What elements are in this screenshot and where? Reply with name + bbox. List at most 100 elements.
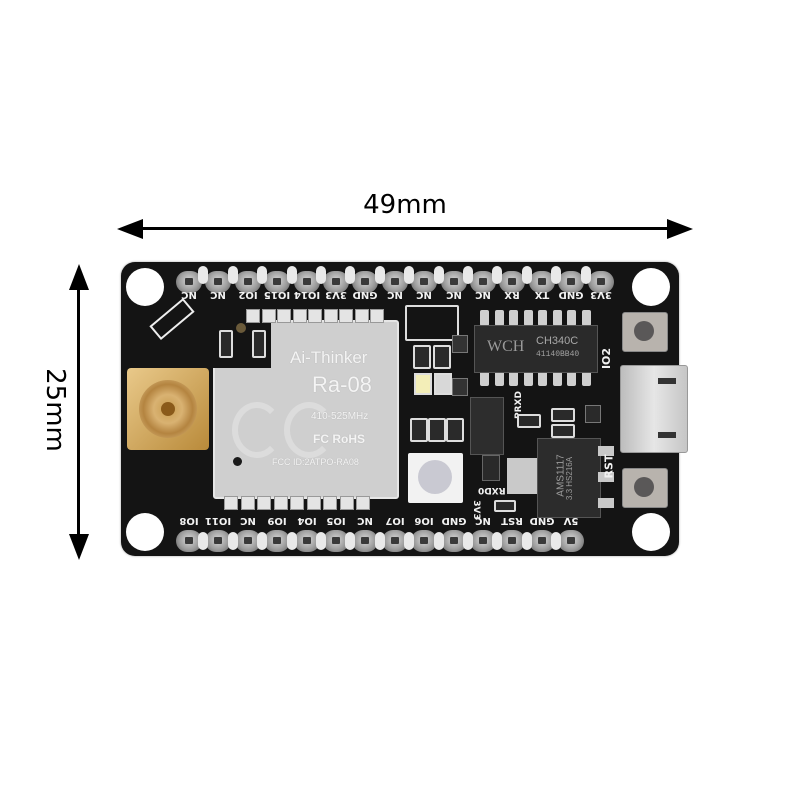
pin-label-top: NC (445, 289, 462, 300)
height-arrow-down (69, 534, 89, 560)
resistor (410, 418, 428, 442)
pin-label-top: NC (181, 289, 197, 300)
capacitor (517, 414, 541, 428)
header-pad-bottom[interactable] (352, 530, 379, 552)
module-brand: Ai-Thinker (290, 348, 368, 367)
chip-pin (480, 310, 489, 326)
chip-pin (523, 370, 533, 386)
header-pad-top[interactable] (176, 271, 202, 293)
header-pad-top[interactable] (264, 271, 291, 293)
module-pin (224, 496, 238, 510)
header-pad-top[interactable] (558, 271, 585, 293)
header-pad-bottom[interactable] (411, 530, 438, 552)
pin-label-bottom: NC (357, 515, 374, 526)
chip-pin (581, 310, 591, 326)
pad-slot (345, 532, 356, 550)
header-pad-bottom[interactable] (205, 530, 232, 552)
height-arrow-up (69, 264, 89, 290)
pad-slot (521, 266, 532, 284)
pin-label-top: 3V3 (589, 289, 612, 300)
pin-label-top: IO15 (264, 289, 291, 300)
chip-pin (523, 310, 533, 326)
micro-usb-port[interactable] (620, 365, 688, 453)
header-pad-top[interactable] (205, 271, 232, 293)
pad-slot (433, 532, 444, 550)
pad-slot (580, 266, 591, 284)
pad-slot (551, 266, 562, 284)
header-pad-bottom[interactable] (558, 530, 585, 552)
pad-slot (316, 266, 326, 284)
chip-pin (581, 370, 591, 386)
mounting-hole-tl (126, 268, 164, 306)
header-pad-bottom[interactable] (499, 530, 526, 552)
width-dimension-line (135, 227, 675, 230)
ce-mark-e (284, 402, 334, 458)
transistor (452, 378, 468, 396)
header-pad-bottom[interactable] (440, 530, 467, 552)
module-pin1-dot (233, 457, 242, 466)
header-pad-bottom[interactable] (293, 530, 320, 552)
ams1117-code: 3.3 HS216A (565, 456, 575, 501)
width-arrow-right (667, 219, 693, 239)
header-pad-top[interactable] (587, 271, 614, 293)
header-pad-top[interactable] (293, 271, 320, 293)
chip-pin (509, 370, 518, 386)
pad-slot (286, 532, 297, 550)
module-frequency: 410-525MHz (311, 411, 369, 422)
pad-slot (492, 532, 503, 550)
header-pad-top[interactable] (234, 271, 261, 293)
rxd0-label: RXD0 (478, 485, 506, 495)
module-antenna-pad (236, 323, 246, 333)
header-pad-top[interactable] (323, 271, 349, 293)
height-label: 25mm (40, 368, 70, 452)
pin-label-bottom: IO5 (326, 515, 346, 526)
header-pad-bottom[interactable] (176, 530, 202, 552)
capacitor (551, 408, 575, 422)
header-pad-bottom[interactable] (470, 530, 496, 552)
pad-slot (316, 532, 326, 550)
io2-button-cap[interactable] (634, 321, 654, 341)
header-pad-bottom[interactable] (381, 530, 408, 552)
header-pad-top[interactable] (440, 271, 467, 293)
module-smd-component (252, 330, 266, 358)
pad-slot (374, 532, 385, 550)
module-pin (257, 496, 271, 510)
pad-slot (374, 266, 385, 284)
module-pin (339, 309, 353, 323)
pin-label-top: GND (352, 289, 378, 300)
header-pad-bottom[interactable] (323, 530, 349, 552)
pin-label-top: NC (210, 289, 227, 300)
chip-pin (552, 310, 562, 326)
header-pad-top[interactable] (470, 271, 496, 293)
header-pad-top[interactable] (381, 271, 408, 293)
module-pin (273, 496, 288, 510)
chip-pin (538, 310, 547, 326)
header-pad-top[interactable] (411, 271, 438, 293)
pin-label-bottom: IO6 (414, 515, 434, 526)
jumper-block (405, 305, 459, 341)
resistor (446, 418, 464, 442)
usb-slot (658, 378, 676, 384)
reset-button-cap[interactable] (634, 477, 654, 497)
pad-slot (286, 266, 297, 284)
led-white (434, 373, 452, 395)
ce-mark-c (232, 402, 282, 458)
chip-pin (552, 370, 562, 386)
resistor (433, 345, 451, 369)
mounting-hole-br (632, 513, 670, 551)
header-pad-top[interactable] (528, 271, 555, 293)
io2-button-label: IO2 (600, 347, 614, 370)
esd-diode (585, 405, 601, 423)
regulator-pin (598, 446, 614, 456)
header-pad-bottom[interactable] (528, 530, 555, 552)
module-pin (240, 496, 255, 510)
module-model: Ra-08 (312, 372, 372, 397)
header-pad-top[interactable] (499, 271, 526, 293)
header-pad-bottom[interactable] (234, 530, 261, 552)
header-pad-bottom[interactable] (264, 530, 291, 552)
mounting-hole-bl (126, 513, 164, 551)
pin-label-top: NC (386, 289, 403, 300)
pad-slot (404, 266, 415, 284)
header-pad-top[interactable] (352, 271, 379, 293)
pad-slot (257, 266, 268, 284)
